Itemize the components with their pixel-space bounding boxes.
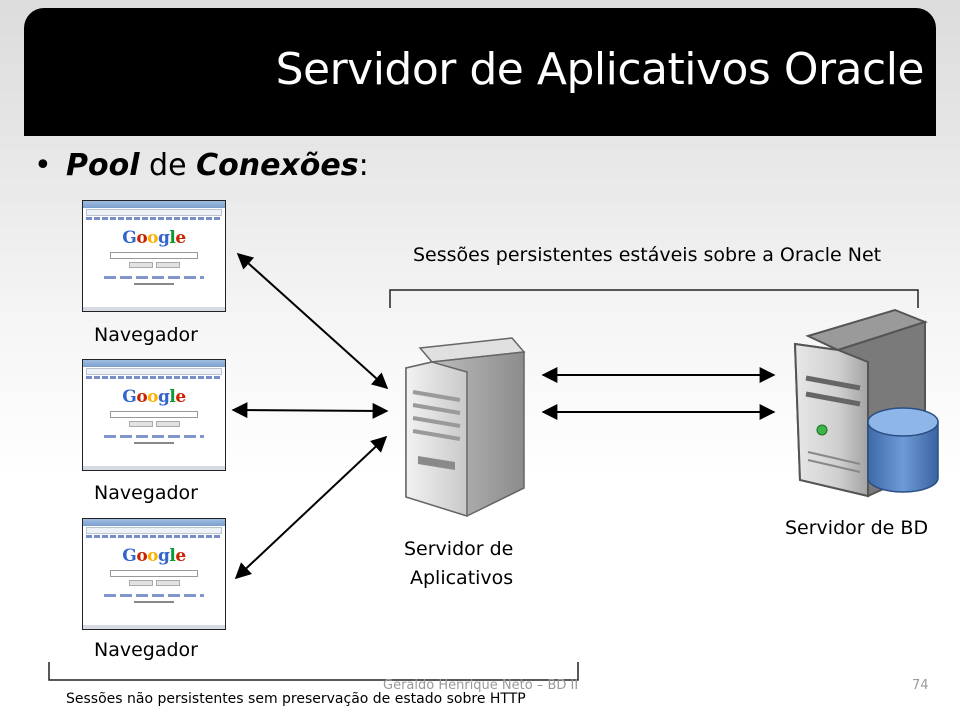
bullet-term-conexoes: Conexões	[196, 148, 359, 183]
arrow-browser1-appserver	[236, 252, 389, 390]
bullet-colon: :	[358, 148, 369, 183]
google-logo-letter: g	[158, 546, 170, 566]
google-logo-letter: l	[169, 228, 176, 248]
app-server-label-line2: Aplicativos	[410, 567, 514, 589]
google-logo-letter: g	[158, 228, 170, 248]
google-logo-letter: l	[169, 387, 176, 407]
non-persistent-sessions-label: Sessões não persistentes sem preservação…	[66, 691, 526, 707]
google-logo-letter: o	[136, 546, 148, 566]
app-server-icon	[405, 337, 526, 518]
page-number: 74	[912, 678, 929, 693]
database-cylinder-icon	[867, 407, 939, 493]
google-logo-letter: G	[122, 546, 137, 566]
persistent-sessions-bracket	[389, 289, 919, 308]
google-logo: Google	[83, 387, 225, 407]
footer-author: Geraldo Henrique Neto – BD II	[383, 678, 579, 693]
google-logo-letter: G	[122, 228, 137, 248]
db-server-label: Servidor de BD	[785, 517, 929, 539]
bullet-pool-conexoes: • Pool de Conexões:	[34, 148, 369, 183]
browser-label-1: Navegador	[94, 324, 198, 346]
google-logo-letter: o	[147, 228, 159, 248]
google-logo-letter: e	[175, 387, 186, 407]
google-logo-letter: o	[147, 387, 159, 407]
arrow-browser2-appserver	[231, 402, 389, 419]
google-logo: Google	[83, 546, 225, 566]
non-persistent-sessions-bracket	[48, 662, 579, 681]
google-logo-letter: o	[136, 387, 148, 407]
bullet-term-pool: Pool	[66, 148, 140, 183]
google-logo-letter: G	[122, 387, 137, 407]
persistent-sessions-label: Sessões persistentes estáveis sobre a Or…	[413, 244, 882, 266]
slide-title: Servidor de Aplicativos Oracle	[275, 44, 925, 95]
google-logo-letter: o	[147, 546, 159, 566]
google-logo-letter: e	[175, 546, 186, 566]
arrow-browser3-appserver	[234, 435, 388, 580]
browser-window-1: Google	[82, 200, 226, 312]
bullet-connector: de	[139, 148, 197, 183]
google-logo: Google	[83, 228, 225, 248]
google-logo-letter: l	[169, 546, 176, 566]
google-logo-letter: e	[175, 228, 186, 248]
browser-label-2: Navegador	[94, 482, 198, 504]
google-logo-letter: g	[158, 387, 170, 407]
app-server-label-line1: Servidor de	[404, 538, 514, 560]
bullet-dot: •	[34, 148, 52, 183]
google-logo-letter: o	[136, 228, 148, 248]
title-bar: Servidor de Aplicativos Oracle	[24, 8, 936, 136]
browser-window-2: Google	[82, 359, 226, 471]
browser-window-3: Google	[82, 518, 226, 630]
browser-label-3: Navegador	[94, 639, 198, 661]
